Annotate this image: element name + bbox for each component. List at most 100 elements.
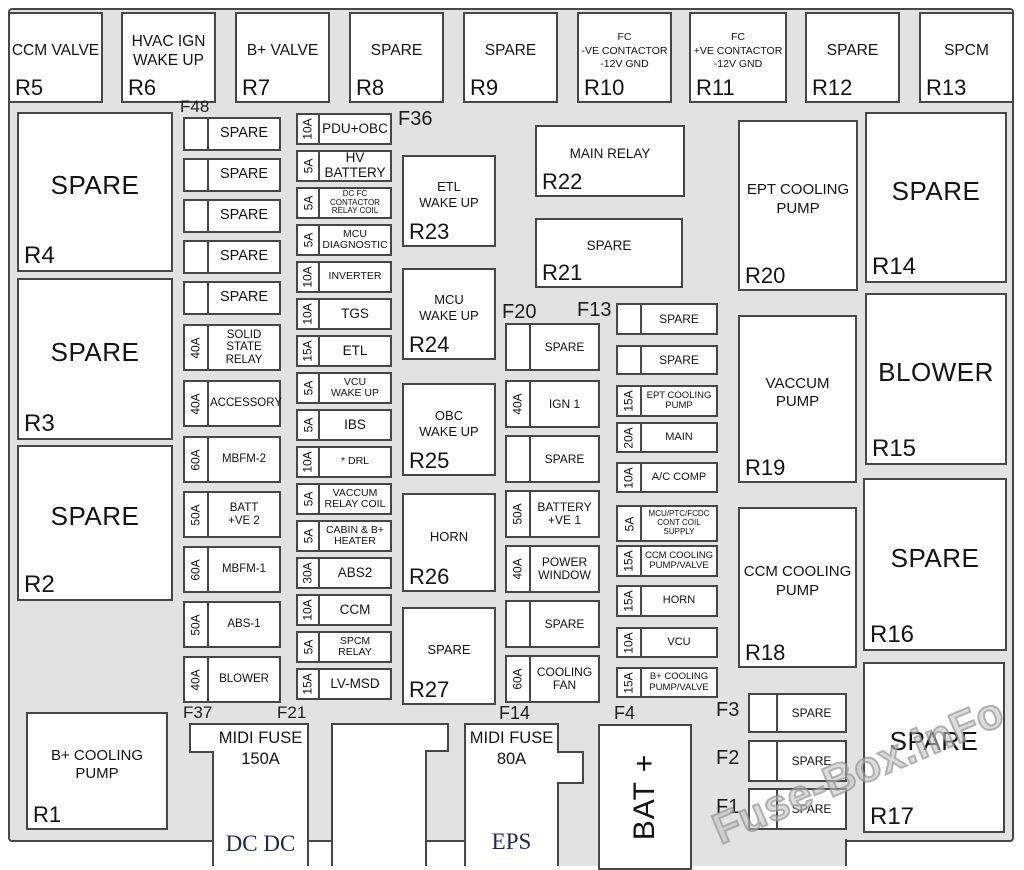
fuse-amp: 15A <box>298 670 320 698</box>
fuse-amp: 15A <box>298 337 320 365</box>
fuse-amp <box>750 742 778 780</box>
relay-r1: B+ COOLING PUMP R1 <box>26 712 168 830</box>
relay-label: B+ VALVE <box>246 42 319 60</box>
relay-label: SPCM <box>944 42 989 60</box>
fuse-amp <box>507 602 531 646</box>
relay-id: R10 <box>584 75 625 100</box>
group-label-f2: F2 <box>716 747 740 769</box>
fuse-name: SPARE <box>544 616 585 631</box>
relay-id: R5 <box>15 75 44 100</box>
fuse-blower: 40A BLOWER <box>183 656 281 703</box>
relay-label: SPARE <box>370 42 423 60</box>
fuse-amp: 5A <box>298 522 320 550</box>
relay-id: R16 <box>870 621 915 648</box>
relay-r10: FC -VE CONTACTOR -12V GND R10 <box>577 12 672 103</box>
relay-r3: SPARE R3 <box>17 278 173 440</box>
fuse-ac-comp: 10A A/C COMP <box>616 462 718 493</box>
fuse-vcu: 10A VCU <box>616 627 718 658</box>
fuse-abs-1: 50A ABS-1 <box>183 601 281 648</box>
fuse-vaccum-relay-coil: 5A VACCUM RELAY COIL <box>296 483 392 515</box>
relay-id: R12 <box>812 75 853 100</box>
fuse-name: MBFM-1 <box>221 563 267 576</box>
fuse-abs2: 30A ABS2 <box>296 557 392 589</box>
relay-r26: HORN R26 <box>402 493 496 592</box>
relay-label: SPARE <box>50 337 140 368</box>
fuse-mcu-diagnostic: 5A MCU DIAGNOSTIC <box>296 224 392 256</box>
group-label-f20: F20 <box>502 301 537 323</box>
group-label-f36: F36 <box>398 108 433 130</box>
relay-id: R18 <box>745 640 786 665</box>
relay-id: R23 <box>409 219 450 244</box>
relay-label: B+ COOLING PUMP <box>50 746 144 782</box>
fuse-power-window: 40A POWER WINDOW <box>505 545 600 593</box>
relay-r19: VACCUM PUMP R19 <box>738 315 857 483</box>
relay-r8: SPARE R8 <box>349 12 444 103</box>
relay-id: R19 <box>745 455 786 480</box>
fuse-vcu-wake-up: 5A VCU WAKE UP <box>296 372 392 404</box>
fuse-name: SPCM RELAY <box>338 634 372 658</box>
fuse-name: LV-MSD <box>330 675 380 691</box>
fuse-tgs: 10A TGS <box>296 298 392 330</box>
relay-r25: OBC WAKE UP R25 <box>402 383 496 476</box>
fuse-name: CABIN & B+ HEATER <box>325 523 385 547</box>
fuse-name: SPARE <box>791 705 832 720</box>
fuse-amp: 60A <box>185 438 209 481</box>
fuse-name: TGS <box>341 305 369 321</box>
fuse-amp: 40A <box>185 326 209 369</box>
fuse-name: CCM COOLING PUMP/VALVE <box>644 549 714 571</box>
fuse-amp <box>185 201 209 231</box>
fuse-name: MBFM-2 <box>221 453 267 466</box>
fuse-amp: 5A <box>298 411 320 439</box>
fuse-name: VCU <box>667 635 691 648</box>
fuse-amp: 10A <box>618 629 642 656</box>
relay-label: MCU WAKE UP <box>419 292 479 323</box>
battery-positive-terminal: BAT + <box>598 724 692 870</box>
fuse-name: ABS-1 <box>227 618 261 631</box>
fuse-name: DC FC CONTACTOR RELAY COIL <box>330 188 380 216</box>
relay-r24: MCU WAKE UP R24 <box>402 268 496 360</box>
group-label-f14: F14 <box>499 703 531 723</box>
relay-id: R22 <box>542 169 583 194</box>
relay-id: R13 <box>926 75 967 100</box>
fuse-name: IGN 1 <box>548 396 581 411</box>
relay-r20: EPT COOLING PUMP R20 <box>738 120 858 291</box>
fuse-amp: 5A <box>298 189 320 217</box>
fuse-batt-ve2: 50A BATT +VE 2 <box>183 491 281 538</box>
fuse-f3: SPARE <box>748 693 847 733</box>
fuse-etl: 15A ETL <box>296 335 392 367</box>
fuse-amp: 15A <box>618 547 642 575</box>
fuse-name: ACCESSORY <box>210 397 283 410</box>
fuse-name: SPARE <box>219 166 269 183</box>
fuse-name: SPARE <box>219 248 269 265</box>
fuse-amp: 15A <box>618 587 642 615</box>
fuse-f20-1: SPARE <box>505 323 600 371</box>
relay-id: R20 <box>745 263 786 288</box>
fuse-name: MCU/PTC/FCDC CONT COIL SUPPLY <box>648 509 710 536</box>
relay-label: ETL WAKE UP <box>419 179 479 210</box>
fuse-amp <box>618 347 642 373</box>
fuse-name: VACCUM RELAY COIL <box>324 486 386 510</box>
relay-label: SPARE <box>889 725 979 756</box>
relay-label: EPT COOLING PUMP <box>746 181 850 217</box>
relay-label: SPARE <box>586 237 632 253</box>
relay-r7: B+ VALVE R7 <box>235 12 330 103</box>
fuse-amp <box>750 695 778 731</box>
relay-label: FC +VE CONTACTOR -12V GND <box>693 31 783 71</box>
fuse-lv-msd: 15A LV-MSD <box>296 668 392 700</box>
fuse-name: SPARE <box>544 339 585 354</box>
group-label-f13: F13 <box>577 299 612 321</box>
relay-id: R21 <box>542 260 583 285</box>
fuse-name: A/C COMP <box>651 470 707 483</box>
relay-r5: CCM VALVE R5 <box>8 12 103 103</box>
relay-r6: HVAC IGN WAKE UP R6 <box>121 12 216 103</box>
relay-id: R24 <box>409 332 450 357</box>
midi-fuse-150a-label: MIDI FUSE 150A <box>218 729 303 769</box>
group-label-f37: F37 <box>183 703 213 722</box>
relay-id: R4 <box>24 242 55 269</box>
fuse-amp: 10A <box>298 300 320 328</box>
relay-r2: SPARE R2 <box>17 445 173 601</box>
relay-id: R27 <box>409 677 450 702</box>
fuse-name: SOLID STATE RELAY <box>225 328 263 366</box>
relay-id: R1 <box>33 802 62 827</box>
fuse-name: BLOWER <box>219 673 269 686</box>
